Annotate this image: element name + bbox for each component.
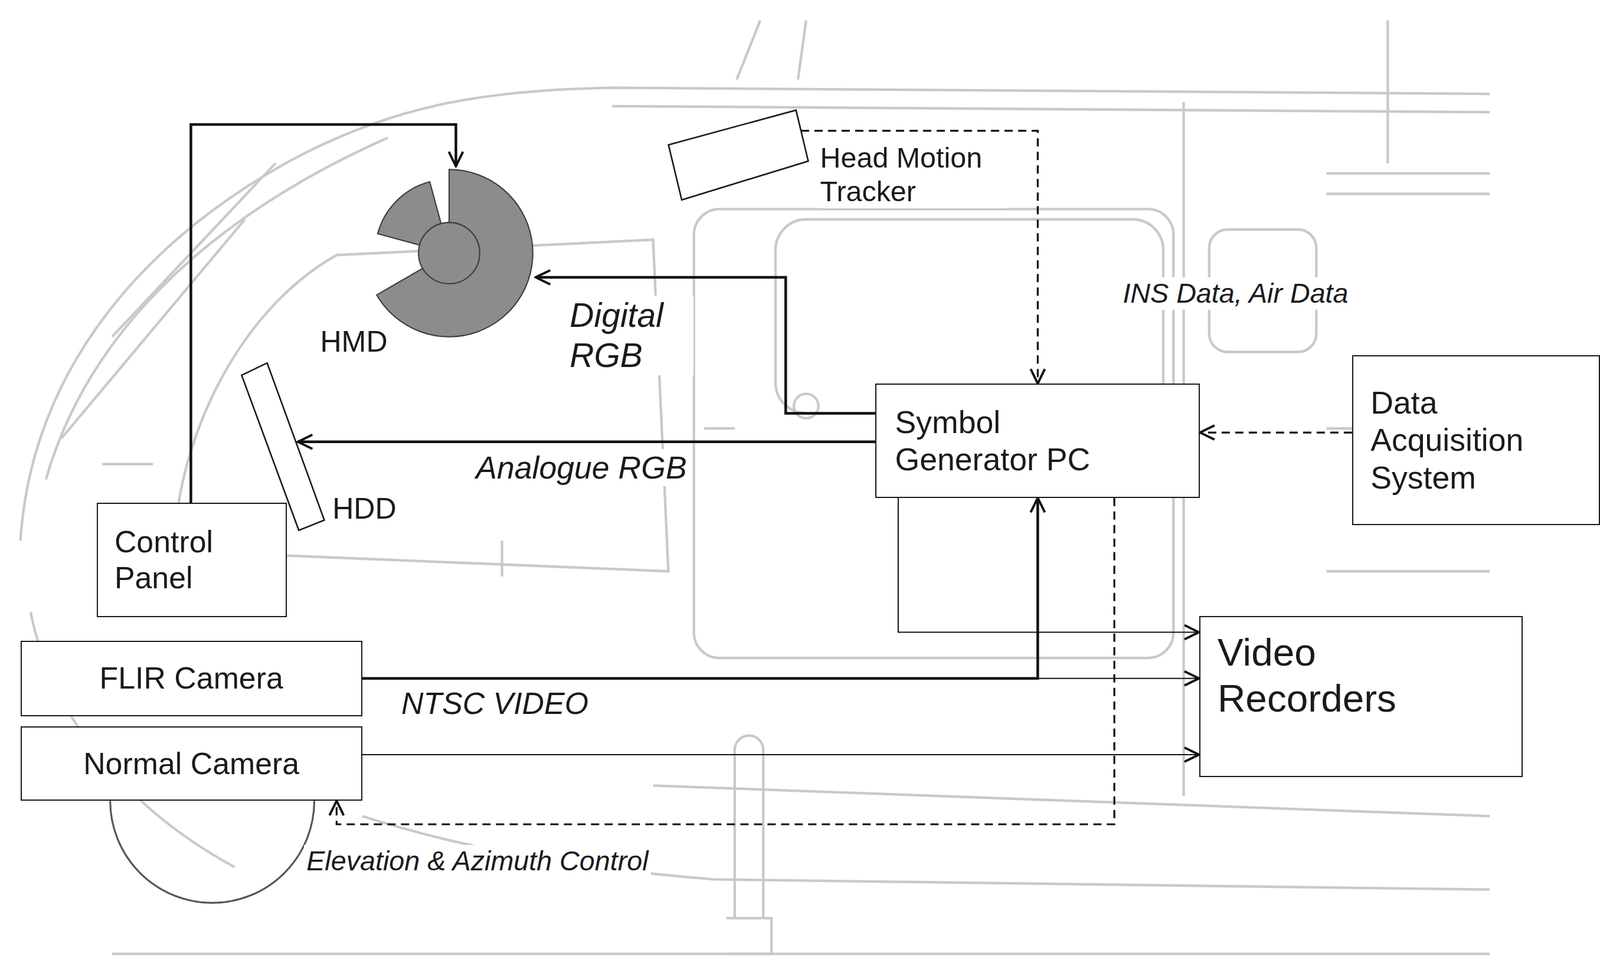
fuselage-roof-inner (612, 106, 1490, 113)
data-link (336, 498, 1115, 825)
process-box: Normal Camera (20, 726, 363, 801)
signal-line (298, 440, 876, 444)
camera-turret (110, 800, 315, 903)
signal-label: Digital RGB (567, 295, 693, 376)
signal-label: Analogue RGB (473, 449, 689, 487)
windshield-frame (61, 163, 276, 440)
label-holder: Head Motion Tracker (818, 141, 1009, 209)
data-label: INS Data, Air Data (1120, 277, 1351, 310)
signal-label: Elevation & Azimuth Control (303, 845, 651, 878)
hmd-outline-svg (362, 166, 536, 340)
node-label: Control Panel (114, 524, 244, 597)
head-motion-tracker: Head Motion Tracker (658, 102, 1016, 225)
skid-strut (726, 735, 772, 955)
belly-line-upper (653, 785, 1491, 817)
hmd-hub (418, 222, 480, 284)
fuselage-roof (20, 87, 1491, 542)
tracker-outline (668, 110, 808, 201)
node-label: Symbol Generator PC (895, 403, 1124, 479)
node-label: Normal Camera (83, 745, 300, 782)
connector-group (190, 124, 1352, 825)
node-label: HDD (330, 491, 399, 527)
label-holder: HDD (330, 491, 399, 527)
process-box: Control Panel (96, 502, 287, 618)
data-link (1199, 431, 1353, 434)
node-label: HMD (318, 324, 389, 360)
node-label: Data Acquisition System (1370, 384, 1539, 497)
process-box: Data Acquisition System (1352, 355, 1600, 526)
hmd: HMD (311, 161, 541, 362)
node-label: Video Recorders (1217, 629, 1428, 722)
helicopter-outline (20, 20, 1491, 955)
signal-line (535, 277, 876, 414)
signal-line (362, 498, 1039, 679)
node-label: Head Motion Tracker (818, 141, 1009, 209)
hmd-main-sector (376, 169, 533, 337)
process-box: Symbol Generator PC (875, 383, 1200, 499)
process-box: FLIR Camera (20, 640, 363, 717)
data-link (800, 131, 1038, 384)
label-holder: HMD (318, 324, 389, 360)
signal-line (898, 498, 1200, 633)
process-box: Video Recorders (1199, 616, 1523, 778)
node-label: FLIR Camera (99, 660, 284, 697)
signal-line (362, 678, 1200, 680)
windshield-line (46, 137, 388, 480)
head-motion-tracker-outline-svg (663, 105, 812, 205)
skid (112, 952, 1490, 955)
head-motion-tracker-shape (663, 105, 812, 205)
hmd-shape (362, 166, 536, 340)
signal-label: NTSC VIDEO (398, 685, 591, 722)
signal-line (362, 754, 1200, 756)
